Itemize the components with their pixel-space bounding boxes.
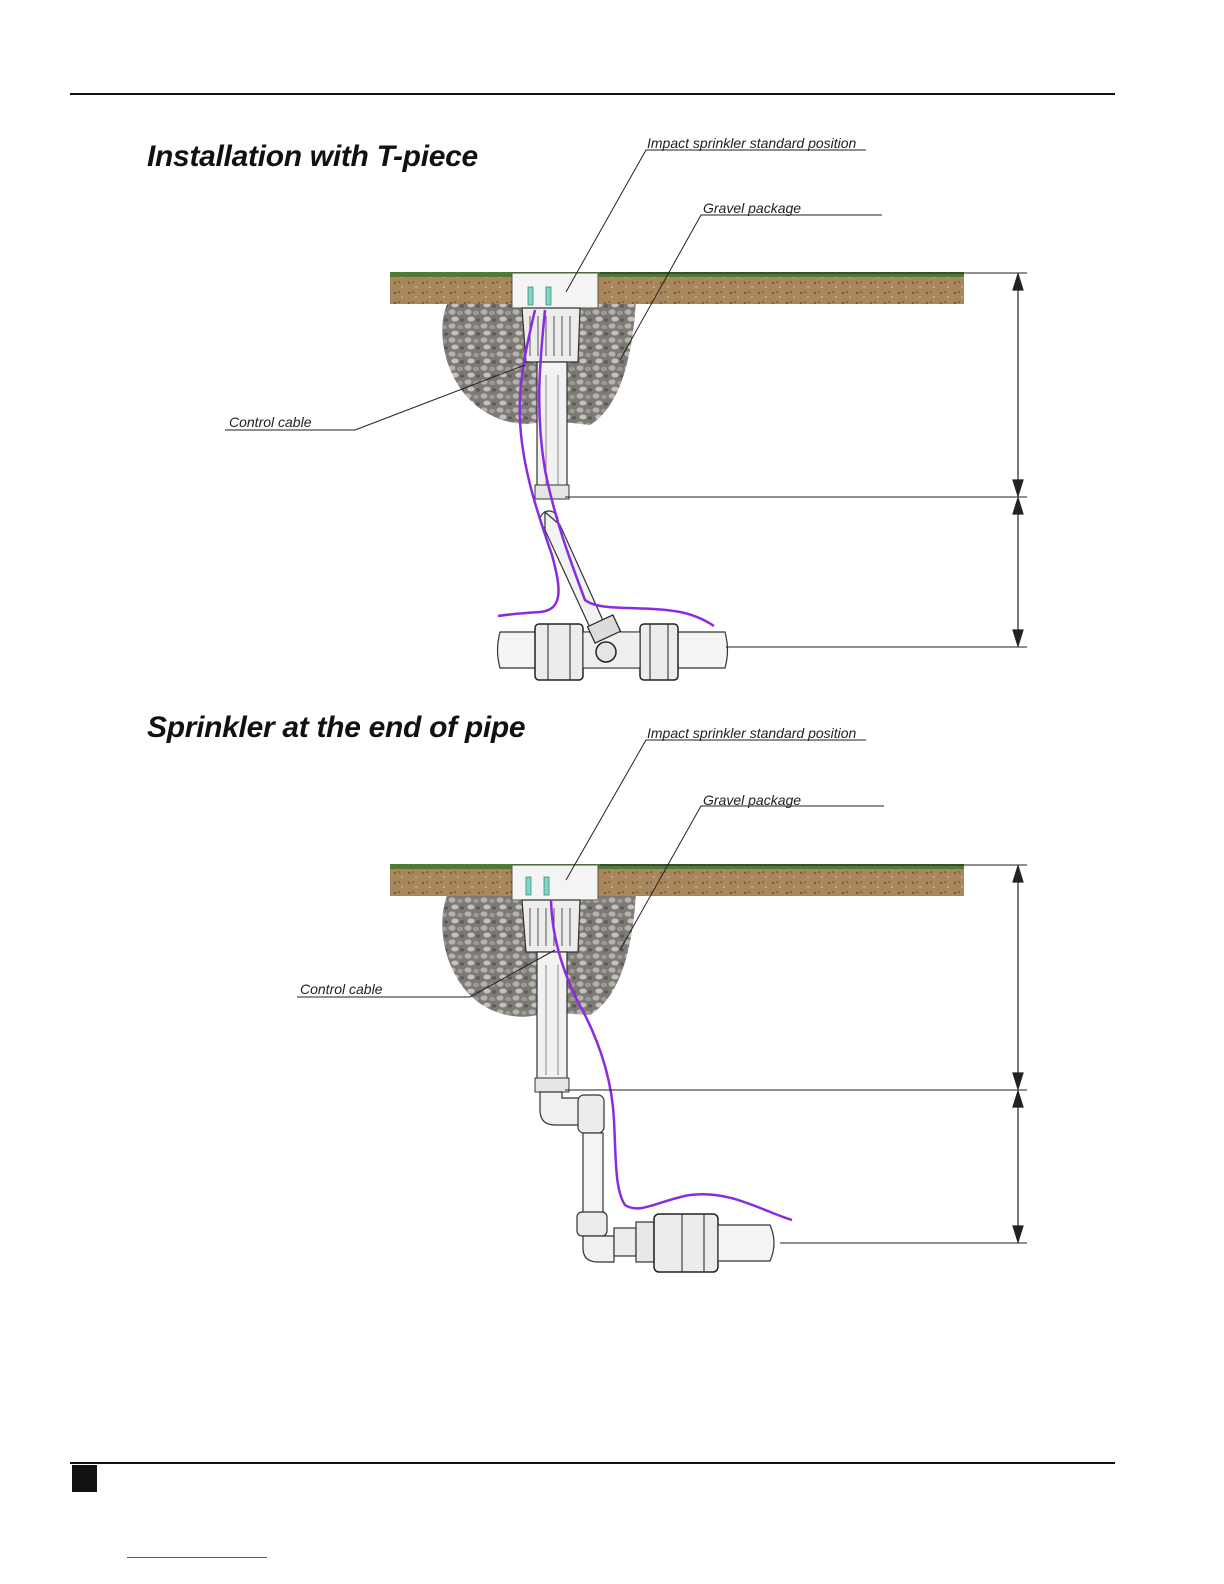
dimension-arrows	[1013, 866, 1023, 1242]
riser	[537, 952, 567, 1082]
footer-rule	[70, 1462, 1115, 1464]
soil-layer	[390, 276, 964, 304]
dimension-arrows	[1013, 274, 1023, 646]
end-coupling	[654, 1214, 718, 1272]
footer-link-underline[interactable]	[127, 1557, 267, 1558]
nozzle	[528, 287, 533, 305]
diagram-t-piece	[225, 150, 1027, 680]
diagram-end-of-pipe	[297, 740, 1027, 1272]
soil-layer	[390, 868, 964, 896]
riser	[537, 362, 567, 492]
t-piece-right-coupling	[640, 624, 678, 680]
t-piece-left-coupling	[535, 624, 583, 680]
nozzle	[526, 877, 531, 895]
page-marker	[72, 1465, 97, 1492]
sprinkler-head	[522, 308, 580, 362]
